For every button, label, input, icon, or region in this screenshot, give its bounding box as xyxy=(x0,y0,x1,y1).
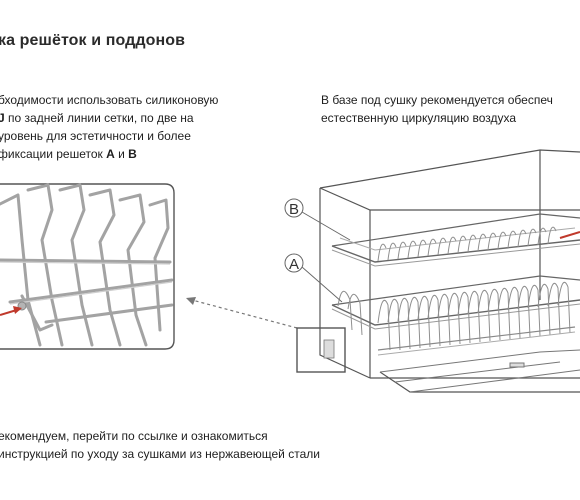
left-note-line-2: J по задней линии сетки, по две на xyxy=(0,111,194,125)
ventilation-note-text: В базе под сушку рекомендуется обеспеч е… xyxy=(321,91,553,127)
left-note-line-1: бходимости использовать силиконовую xyxy=(0,93,219,107)
red-marker-b-icon xyxy=(559,231,580,239)
right-note-line-2: естественную циркуляцию воздуха xyxy=(321,111,517,125)
silicone-instruction-text: бходимости использовать силиконовую J по… xyxy=(0,91,218,163)
rack-b xyxy=(331,213,580,267)
cabinet xyxy=(319,149,580,393)
label-b: B xyxy=(289,201,299,218)
label-a-callout: A xyxy=(284,253,343,303)
left-note-line-4: фиксации решеток A и B xyxy=(0,147,137,161)
rack-b-ref: B xyxy=(128,147,137,161)
right-note-line-1: В базе под сушку рекомендуется обеспеч xyxy=(321,93,553,107)
bottom-note-line-1: екомендуем, перейти по ссылке и ознакоми… xyxy=(0,429,268,443)
rack-a-ref: A xyxy=(106,147,115,161)
bottom-note-line-2: инструкцией по уходу за сушками из нержа… xyxy=(0,447,320,461)
label-a: A xyxy=(289,256,299,273)
drip-tray xyxy=(379,349,580,393)
label-b-callout: B xyxy=(284,198,351,241)
section-title: ка решёток и поддонов xyxy=(0,32,186,49)
zoom-detail-box xyxy=(0,183,175,350)
rack-a xyxy=(323,275,580,359)
dashed-connector-arrow xyxy=(186,297,298,329)
wire-rack-closeup xyxy=(0,183,174,347)
highlight-square xyxy=(296,327,346,373)
left-note-line-3: уровень для эстетичности и более xyxy=(0,129,191,143)
rail-bracket xyxy=(323,339,335,359)
care-instruction-text: екомендуем, перейти по ссылке и ознакоми… xyxy=(0,427,320,463)
